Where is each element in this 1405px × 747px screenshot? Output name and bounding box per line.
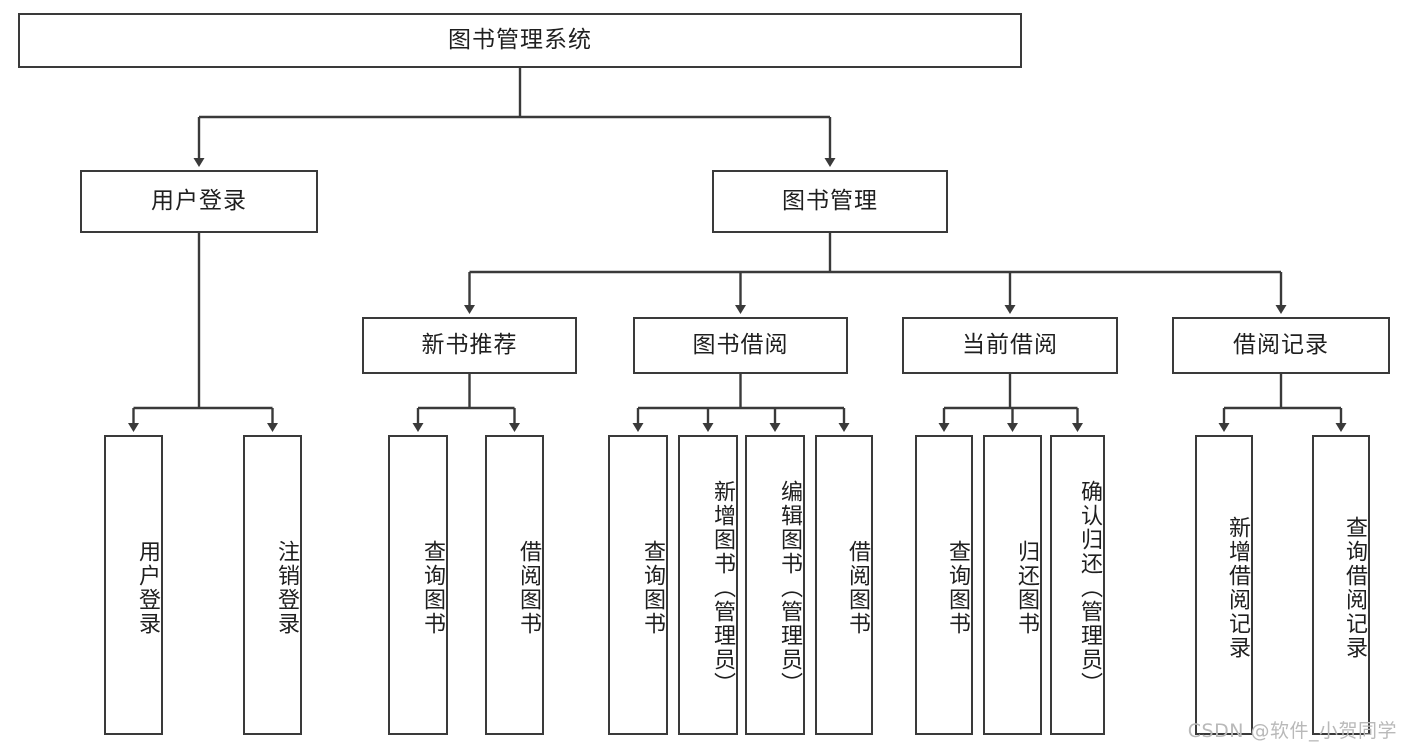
node-new-book-recommend[interactable]: 新书推荐: [362, 317, 577, 374]
node-label: 借阅图书: [516, 540, 541, 636]
node-label: 用户登录: [151, 187, 247, 214]
node-leaf-borrow-book-recommend[interactable]: 借阅图书: [485, 435, 544, 735]
node-label: 图书借阅: [692, 331, 789, 358]
node-label: 当前借阅: [962, 331, 1058, 358]
node-book-manage[interactable]: 图书管理: [712, 170, 948, 233]
node-leaf-borrow-book[interactable]: 借阅图书: [815, 435, 873, 735]
node-leaf-confirm-return[interactable]: 确认归还（管理员）: [1050, 435, 1105, 735]
node-user-login[interactable]: 用户登录: [80, 170, 318, 233]
node-leaf-user-login[interactable]: 用户登录: [104, 435, 163, 735]
node-label: 借阅图书: [845, 540, 870, 636]
watermark: CSDN @软件_小贺同学: [1187, 720, 1397, 742]
node-leaf-query-book-recommend[interactable]: 查询图书: [388, 435, 448, 735]
node-label: 图书管理系统: [448, 26, 592, 53]
node-leaf-edit-book[interactable]: 编辑图书（管理员）: [745, 435, 805, 735]
node-leaf-query-book-borrow[interactable]: 查询图书: [608, 435, 668, 735]
node-borrow-record[interactable]: 借阅记录: [1172, 317, 1390, 374]
node-label: 编辑图书（管理员）: [777, 480, 802, 696]
node-label: 查询图书: [945, 540, 970, 636]
node-label: 新增图书（管理员）: [710, 480, 735, 696]
node-label: 注销登录: [274, 540, 299, 636]
node-leaf-logout-login[interactable]: 注销登录: [243, 435, 302, 735]
node-label: 查询图书: [640, 540, 665, 636]
node-label: 新书推荐: [421, 331, 518, 358]
node-current-borrow[interactable]: 当前借阅: [902, 317, 1118, 374]
node-leaf-add-borrow-record[interactable]: 新增借阅记录: [1195, 435, 1253, 735]
node-label: 新增借阅记录: [1225, 516, 1250, 660]
node-label: 确认归还（管理员）: [1077, 480, 1102, 696]
node-book-borrow[interactable]: 图书借阅: [633, 317, 848, 374]
node-leaf-return-book[interactable]: 归还图书: [983, 435, 1042, 735]
node-leaf-add-book[interactable]: 新增图书（管理员）: [678, 435, 738, 735]
node-root[interactable]: 图书管理系统: [18, 13, 1022, 68]
node-label: 借阅记录: [1233, 331, 1329, 358]
node-label: 查询图书: [420, 540, 445, 636]
node-label: 查询借阅记录: [1342, 516, 1367, 660]
node-leaf-query-borrow-record[interactable]: 查询借阅记录: [1312, 435, 1370, 735]
node-label: 归还图书: [1014, 540, 1039, 636]
node-leaf-query-book-current[interactable]: 查询图书: [915, 435, 973, 735]
node-label: 用户登录: [135, 540, 160, 636]
node-label: 图书管理: [782, 187, 878, 214]
